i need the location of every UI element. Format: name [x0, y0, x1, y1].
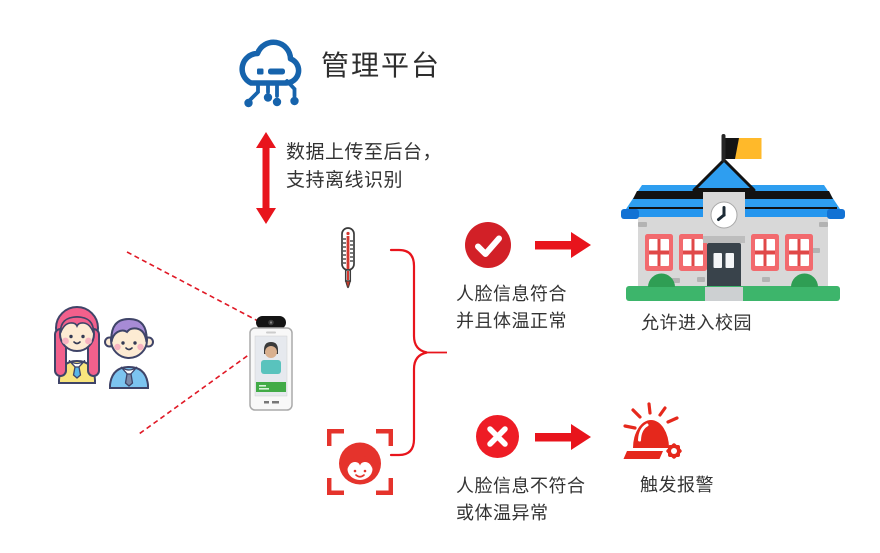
platform-title: 管理平台 — [321, 50, 442, 81]
gear-icon — [666, 443, 682, 459]
school-building-icon — [621, 134, 845, 301]
fail-description-line1: 人脸信息不符合 — [456, 476, 586, 496]
pass-description-line1: 人脸信息符合 — [456, 284, 567, 304]
fail-description-line2: 或体温异常 — [456, 503, 549, 523]
cloud-circuit-icon — [239, 39, 302, 108]
upload-note-line2: 支持离线识别 — [286, 170, 404, 191]
right-arrow-icon — [535, 232, 591, 258]
right-arrow-icon — [535, 424, 591, 450]
x-mark — [487, 426, 508, 447]
face-temperature-terminal-icon — [249, 316, 293, 411]
check-mark — [475, 235, 502, 257]
fail-outcome-label: 触发报警 — [640, 475, 714, 495]
check-circle-icon — [465, 222, 511, 268]
thermometer-icon — [341, 227, 355, 289]
face-recognition-icon — [327, 429, 393, 495]
alarm-siren-icon — [623, 402, 682, 459]
x-circle-icon — [476, 415, 519, 458]
view-cone-line-top — [126, 251, 259, 322]
group-brace — [389, 248, 428, 457]
student-girl-icon — [54, 306, 100, 384]
upload-note-line1: 数据上传至后台， — [286, 142, 443, 163]
upload-note: 数据上传至后台， 支持离线识别 — [286, 139, 442, 195]
student-boy-icon — [104, 317, 154, 389]
pass-description-line2: 并且体温正常 — [456, 311, 567, 331]
up-down-arrow-icon — [256, 132, 276, 224]
fail-description: 人脸信息不符合 或体温异常 — [456, 473, 586, 527]
school-windows — [645, 234, 813, 271]
pass-outcome-label: 允许进入校园 — [641, 313, 752, 333]
pass-description: 人脸信息符合 并且体温正常 — [456, 281, 567, 335]
